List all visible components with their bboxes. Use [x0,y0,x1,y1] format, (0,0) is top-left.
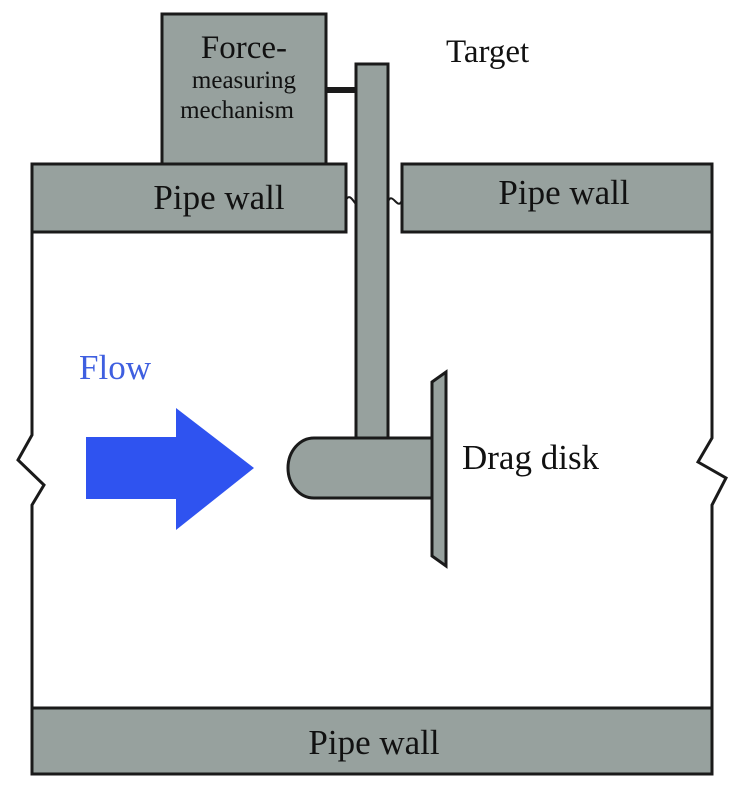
pipe-wall-top-left-label: Pipe wall [153,178,285,217]
target-stem [354,62,390,442]
drag-disk [430,369,448,569]
pipe-wall-bottom [30,706,714,776]
pipe-wall-bottom-label: Pipe wall [308,723,440,762]
force-measuring-mechanism-box [160,12,328,166]
target-label: Target [446,34,529,70]
force-label-line2: measuring [192,67,297,94]
flow-label: Flow [79,348,152,387]
drag-disk-hub [286,436,434,500]
pipe-wall-top-right [400,162,714,234]
drag-disk-label: Drag disk [462,438,600,477]
seal-right-squiggle [387,197,403,205]
pipe-wall-top-right-label: Pipe wall [498,173,630,212]
pipe-wall-top-left [30,162,348,234]
flow-arrow [86,408,254,530]
force-label-line3: mechanism [180,97,294,124]
force-label-line1: Force- [201,30,287,66]
